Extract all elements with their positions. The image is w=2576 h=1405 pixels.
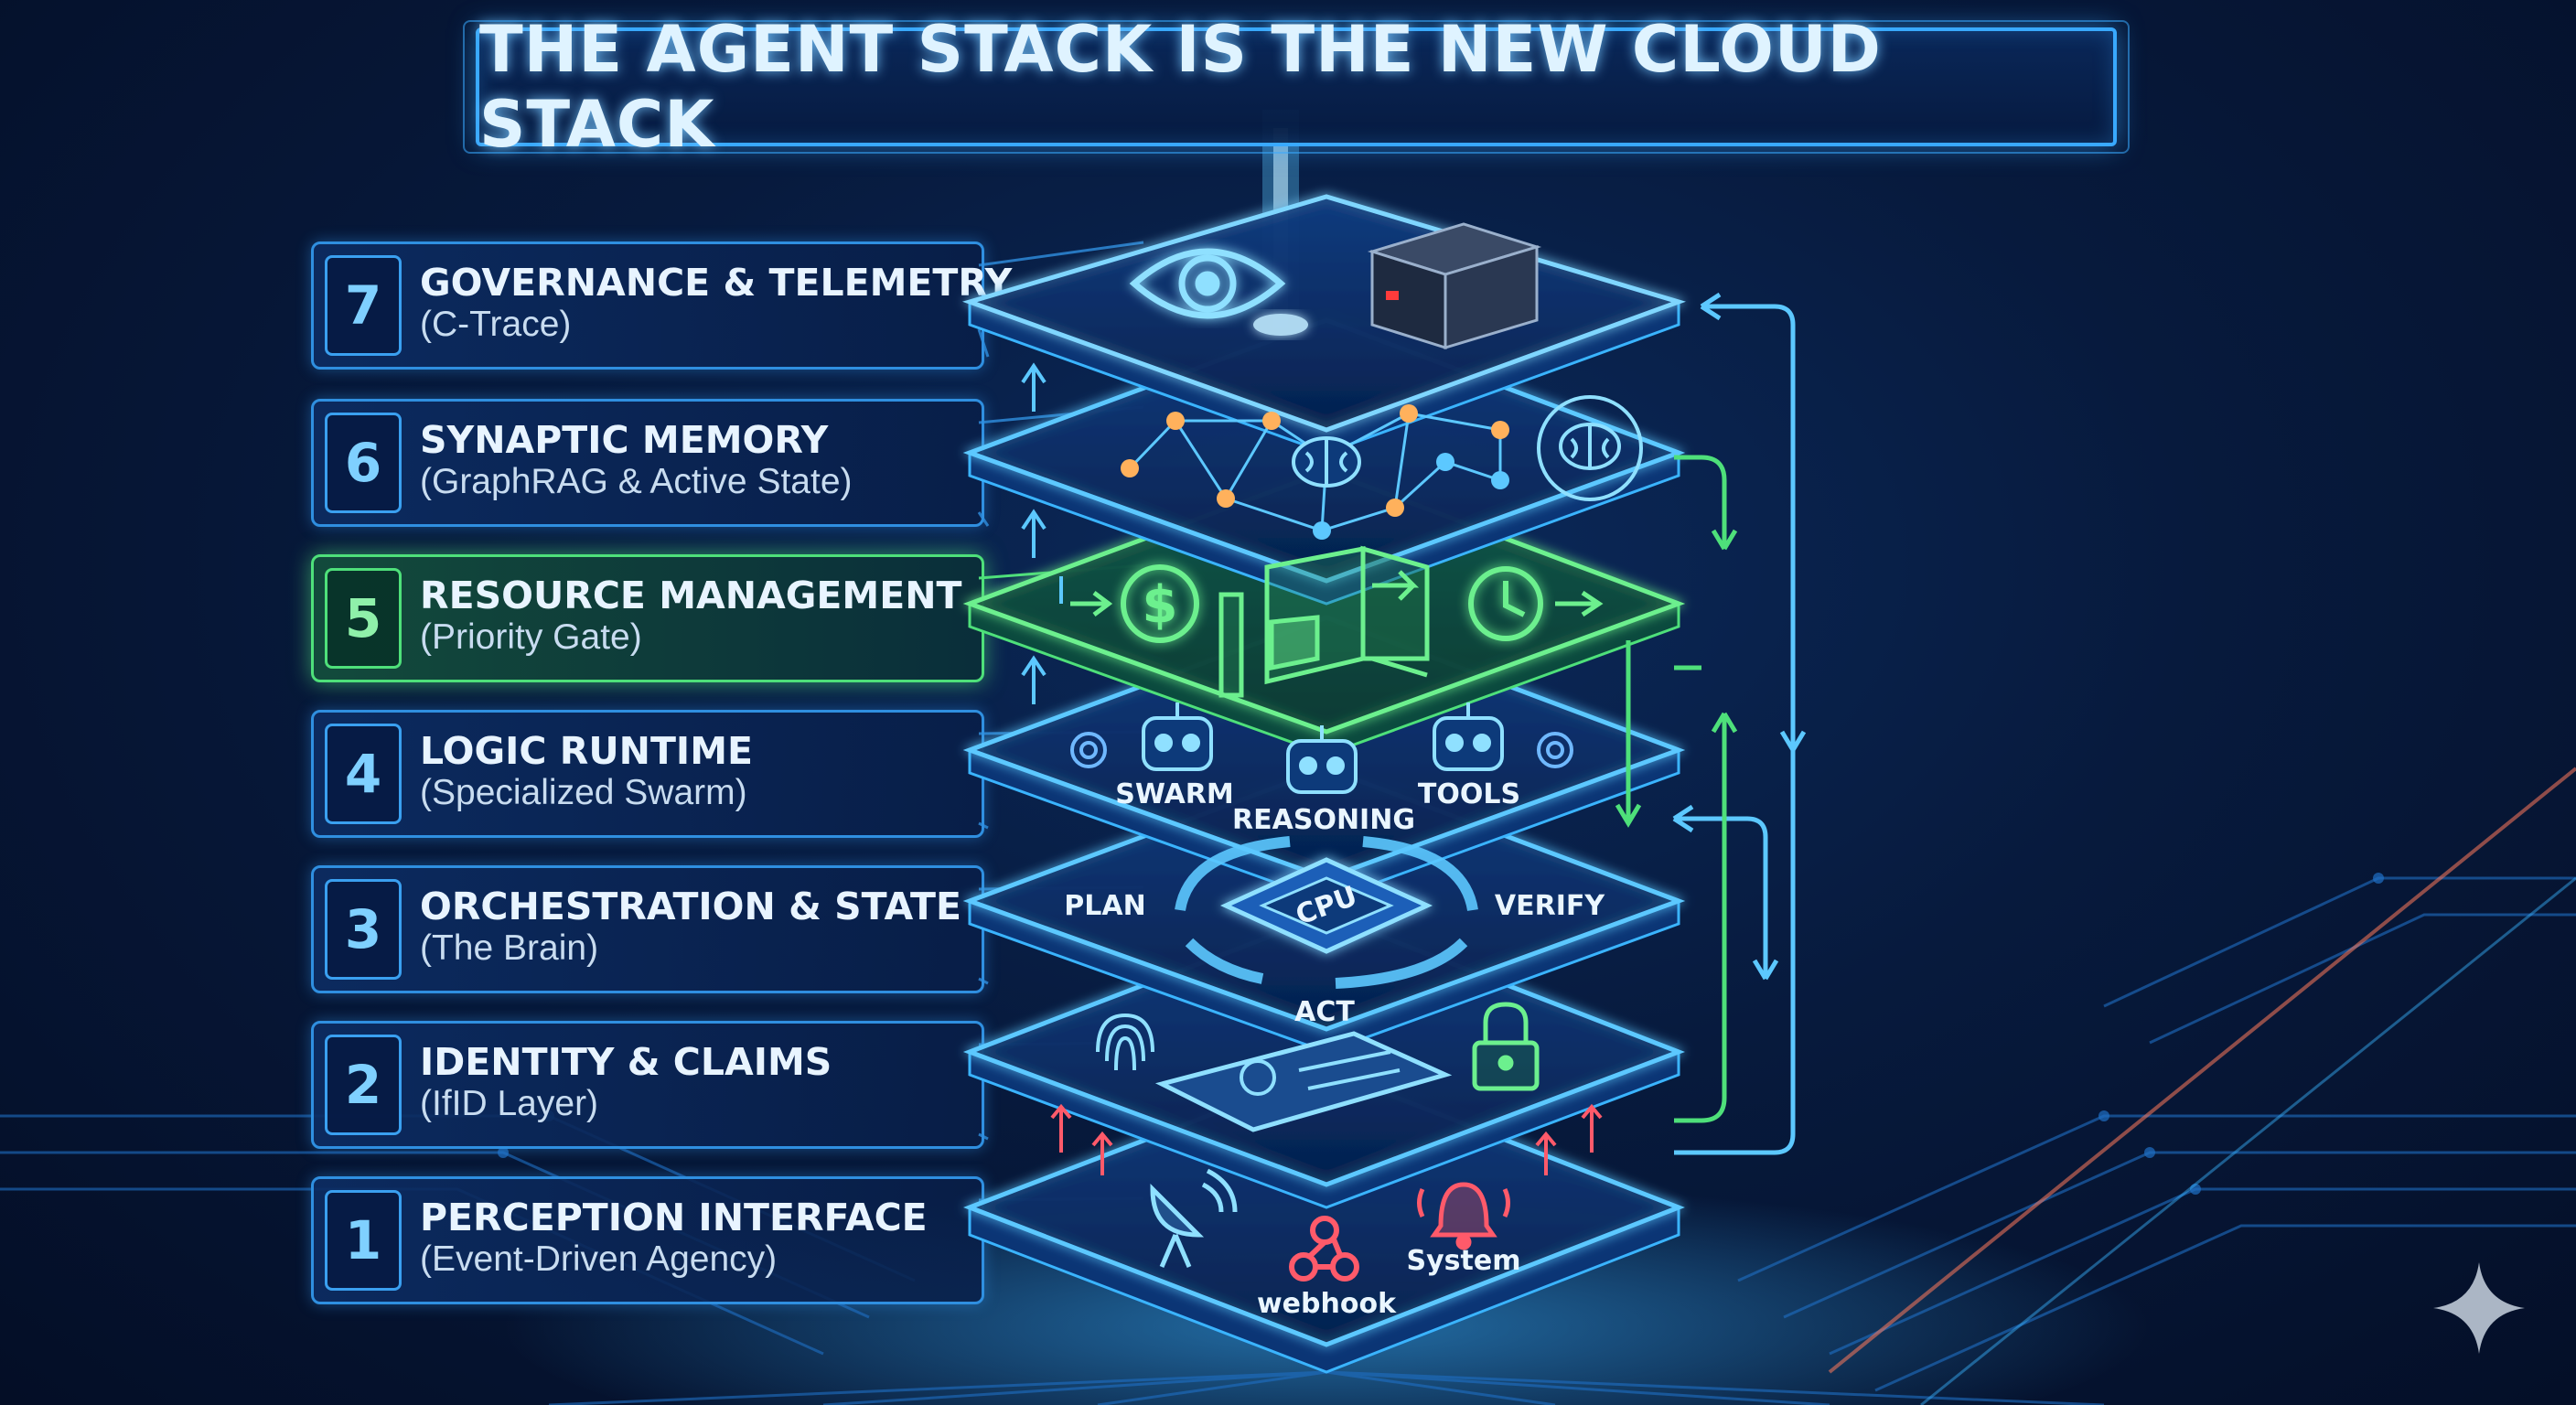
feedback-loop-blue: [1672, 292, 1807, 1155]
id-card-icon: [1154, 1031, 1453, 1132]
tools-label: TOOLS: [1418, 778, 1520, 810]
gate-arrow-icon: [1372, 570, 1420, 601]
layer-label-6: 6 SYNAPTIC MEMORY (GraphRAG & Active Sta…: [311, 399, 984, 527]
act-label: ACT: [1294, 996, 1355, 1028]
graph-nodes: [1121, 404, 1509, 540]
gear-icon: [1070, 732, 1573, 768]
layer-subtitle: (IfID Layer): [420, 1084, 599, 1123]
exit-arrow-icon: [1371, 656, 1428, 678]
layer-number: 6: [325, 413, 402, 513]
feedback-loop-green: [1615, 455, 1738, 1123]
layer-label-4: 4 LOGIC RUNTIME (Specialized Swarm): [311, 710, 984, 838]
webhook-icon: [1289, 1216, 1359, 1282]
fingerprint-icon: [1096, 1013, 1154, 1071]
layer-label-5: 5 RESOURCE MANAGEMENT (Priority Gate): [311, 554, 984, 682]
brain-circle-icon: [1537, 395, 1643, 501]
satellite-dish-icon: [1150, 1168, 1238, 1268]
layer-subtitle: (The Brain): [420, 928, 599, 968]
event-arrows: [1050, 1103, 1603, 1175]
layer-title: ORCHESTRATION & STATE: [420, 885, 961, 928]
layer-title: GOVERNANCE & TELEMETRY: [420, 261, 1013, 305]
layer-number: 4: [325, 724, 402, 824]
layer-title: IDENTITY & CLAIMS: [420, 1040, 832, 1084]
cycle-arrows-icon: [1175, 836, 1478, 989]
system-label: System: [1407, 1245, 1521, 1277]
dollar-icon: $: [1121, 564, 1199, 643]
sparkle-icon: [2433, 1262, 2525, 1354]
title-banner: THE AGENT STACK IS THE NEW CLOUD STACK: [463, 12, 2130, 162]
beam-core: [1253, 314, 1308, 336]
feedback-loop-left: [1021, 362, 1063, 704]
layer-number: 1: [325, 1190, 402, 1291]
layer-title: LOGIC RUNTIME: [420, 729, 753, 773]
layer-subtitle: (Event-Driven Agency): [420, 1239, 778, 1279]
layer-label-1: 1 PERCEPTION INTERFACE (Event-Driven Age…: [311, 1176, 984, 1304]
layer-number: 2: [325, 1035, 402, 1135]
bell-icon: [1417, 1182, 1510, 1250]
layer-subtitle: (Specialized Swarm): [420, 773, 747, 812]
gate-icon: [1218, 545, 1430, 698]
svg-text:$: $: [1143, 575, 1178, 635]
reasoning-label: REASONING: [1232, 804, 1415, 836]
brain-icon: [1292, 436, 1361, 488]
eye-icon: [1129, 248, 1286, 319]
swarm-label: SWARM: [1115, 778, 1234, 810]
robot-icon-reasoning: [1286, 725, 1358, 794]
plan-label: PLAN: [1064, 890, 1145, 922]
arrow-in-icon: [1070, 591, 1113, 617]
robot-icon-swarm: [1142, 702, 1213, 771]
verify-label: VERIFY: [1495, 890, 1605, 922]
layer-title: SYNAPTIC MEMORY: [420, 418, 829, 462]
layer-subtitle: (Priority Gate): [420, 617, 642, 657]
layer-title: RESOURCE MANAGEMENT: [420, 574, 962, 617]
cpu-icon: CPU: [1219, 857, 1433, 954]
lock-icon: [1472, 1002, 1540, 1091]
layer-number: 3: [325, 879, 402, 980]
arrow-right-icon: [1555, 590, 1604, 617]
layer-subtitle: (GraphRAG & Active State): [420, 462, 853, 501]
layer-label-7: 7 GOVERNANCE & TELEMETRY (C-Trace): [311, 241, 1012, 370]
clock-icon: [1468, 566, 1543, 641]
server-box-icon: [1367, 222, 1542, 350]
page-title: THE AGENT STACK IS THE NEW CLOUD STACK: [479, 12, 1882, 162]
layer-label-2: 2 IDENTITY & CLAIMS (IfID Layer): [311, 1021, 984, 1149]
webhook-label: webhook: [1257, 1288, 1397, 1320]
layer-title: PERCEPTION INTERFACE: [420, 1196, 928, 1239]
robot-icon-tools: [1433, 702, 1504, 771]
layer-subtitle: (C-Trace): [420, 305, 572, 344]
layer-number: 5: [325, 568, 402, 669]
layer-number: 7: [325, 255, 402, 356]
